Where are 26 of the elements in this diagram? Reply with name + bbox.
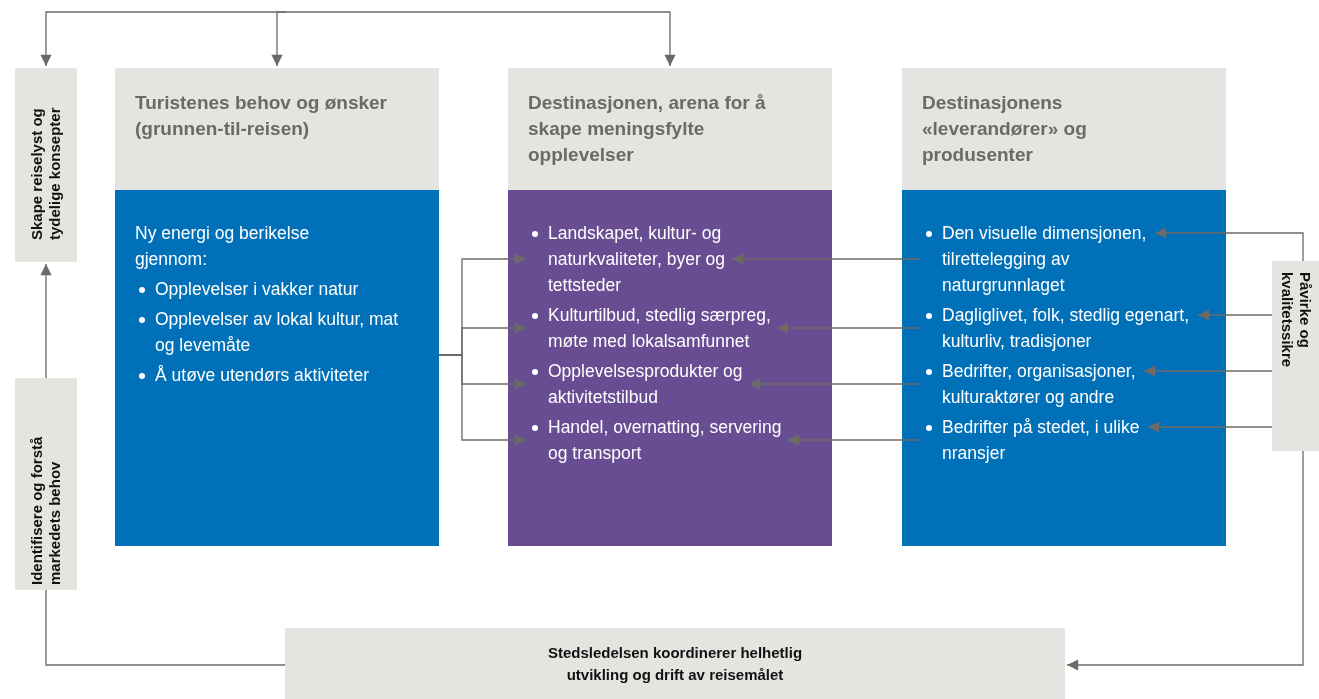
bullet-text: Bedrifter, organisasjoner, kulturaktører og andre: [942, 361, 1136, 407]
column-card: [508, 68, 832, 546]
bullet-text: Dagliglivet, folk, stedlig egenart, kulturliv, tradisjoner: [942, 305, 1190, 351]
side-label-box: [15, 68, 77, 262]
bullet-text: Opplevelser av lokal kultur, mat og levemåte: [155, 309, 399, 355]
bullet-text: Bedrifter på stedet, i ulike nransjer: [942, 417, 1140, 463]
bullet-text: Handel, overnatting, servering og transport: [548, 417, 782, 463]
column-heading: Destinasjonen, arena for å skape meningsfylte opplevelser: [528, 91, 767, 167]
bullet-text: Opplevelser i vakker natur: [155, 279, 359, 299]
side-label-box: [1272, 261, 1319, 451]
side-label: Identifisere og forstå markedets behov: [28, 435, 64, 585]
coordination-box: [285, 628, 1065, 699]
bullet-text: Den visuelle dimensjonen, tilrettelegging av naturgrunnlaget: [942, 223, 1147, 295]
column-card: [902, 68, 1226, 546]
side-label: Skape reiselyst og tydelige konsepter: [28, 106, 64, 240]
column-heading: Destinasjonens «leverandører» og produsenter: [922, 91, 1088, 167]
side-label: Påvirke og kvalitetssikre: [1277, 272, 1314, 370]
bullet-text: Kulturtilbud, stedlig særpreg, møte med lokalsamfunnet: [548, 305, 771, 351]
bullet-text: Å utøve utendørs aktiviteter: [155, 365, 369, 385]
box-text: Stedsledelsen koordinerer helhetlig utvikling og drift av reisemålet: [546, 642, 804, 685]
bullet-text: Landskapet, kultur- og naturkvaliteter, byer og tettsteder: [548, 223, 726, 295]
bullet-text: Opplevelsesprodukter og aktivitetstilbud: [548, 361, 743, 407]
column-heading: Turistenes behov og ønsker (grunnen-til-reisen): [135, 91, 388, 141]
column-card: [115, 68, 439, 546]
intro-text: Ny energi og berikelse gjennom:: [134, 222, 311, 271]
side-label-box: [15, 378, 77, 590]
